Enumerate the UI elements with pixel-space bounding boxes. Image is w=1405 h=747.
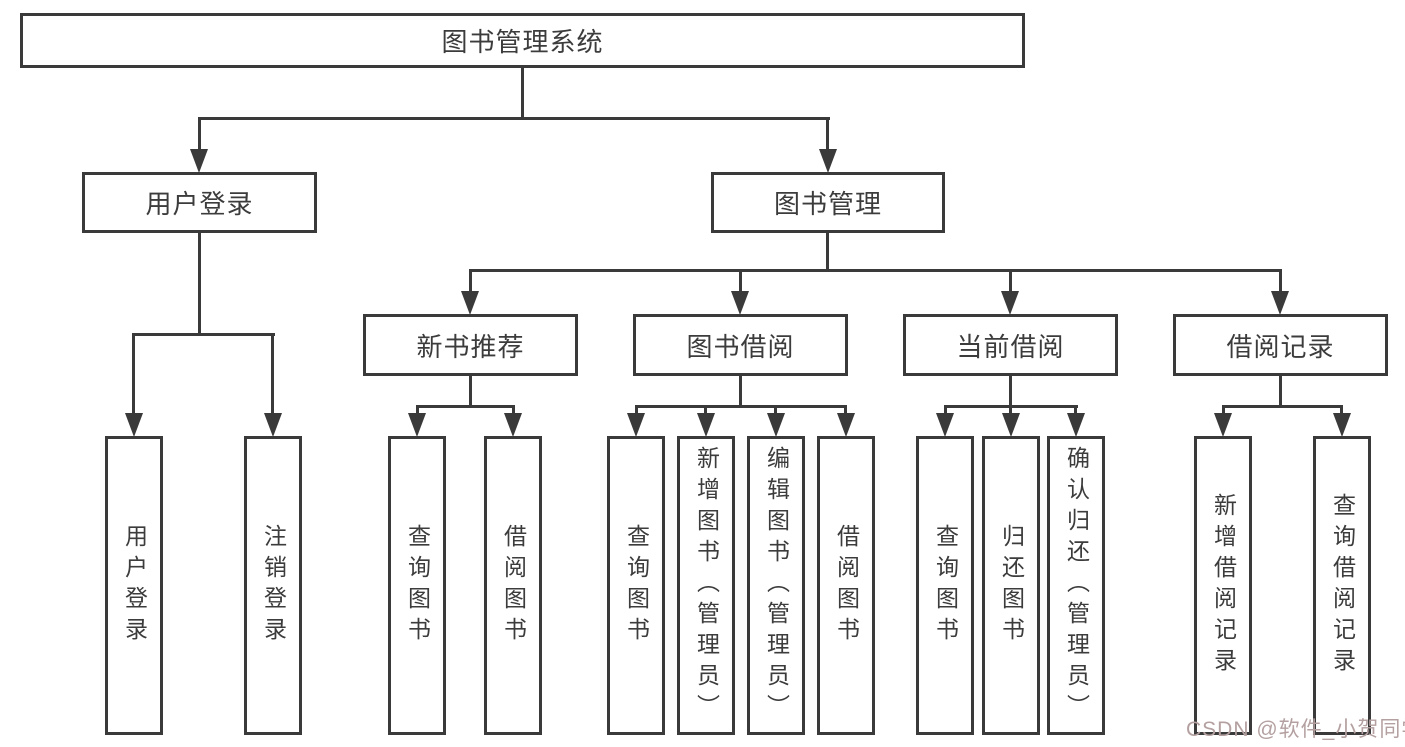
node-new-book-recommend: 新书推荐 (363, 314, 578, 376)
node-borrowing-records: 借阅记录 (1173, 314, 1388, 376)
arrowhead-down-icon (408, 413, 426, 437)
leaf-cb-confirm-return-admin: 确认归还（管理员） (1047, 436, 1105, 735)
leaf-label: 归还图书 (998, 523, 1025, 648)
leaf-cb-return-books: 归还图书 (982, 436, 1040, 735)
connector-leaf-shaft (774, 405, 777, 417)
connector-l3-shaft (1279, 269, 1282, 294)
arrowhead-down-icon (504, 413, 522, 437)
leaf-cb-query-books: 查询图书 (916, 436, 974, 735)
leaf-label: 借阅图书 (500, 523, 527, 648)
connector-stem (469, 376, 472, 408)
leaf-label: 查询图书 (932, 523, 959, 648)
arrowhead-down-icon (837, 413, 855, 437)
connector-l3-shaft (739, 269, 742, 294)
connector-l3-bar (469, 269, 1282, 272)
connector-leaf-shaft (132, 333, 135, 415)
leaf-label: 查询借阅记录 (1329, 492, 1356, 679)
arrowhead-down-icon (819, 149, 837, 173)
leaf-label: 注销登录 (260, 523, 287, 648)
connector-leaf-shaft (635, 405, 638, 417)
connector-root-stem (521, 68, 524, 118)
leaf-label: 借阅图书 (833, 523, 860, 648)
connector-leaf-shaft (416, 405, 419, 417)
leaf-logout: 注销登录 (244, 436, 302, 735)
node-user-login: 用户登录 (82, 172, 317, 233)
leaf-br-query-record: 查询借阅记录 (1313, 436, 1371, 735)
arrowhead-down-icon (1271, 291, 1289, 315)
arrowhead-down-icon (190, 149, 208, 173)
connector-leaf-shaft (1009, 405, 1012, 417)
connector-leaf-shaft (844, 405, 847, 417)
arrowhead-down-icon (1002, 413, 1020, 437)
node-current-borrowing: 当前借阅 (903, 314, 1118, 376)
connector-user-login-shaft (198, 117, 201, 151)
connector-stem (1279, 376, 1282, 408)
leaf-br-add-record: 新增借阅记录 (1194, 436, 1252, 735)
leaf-label: 用户登录 (121, 523, 148, 648)
arrowhead-down-icon (461, 291, 479, 315)
arrowhead-down-icon (936, 413, 954, 437)
connector-leaf-shaft (1340, 405, 1343, 417)
leaf-bb-borrow-books: 借阅图书 (817, 436, 875, 735)
arrowhead-down-icon (125, 413, 143, 437)
node-book-borrowing: 图书借阅 (633, 314, 848, 376)
leaf-nbr-borrow-books: 借阅图书 (484, 436, 542, 735)
connector-leaf-shaft (944, 405, 947, 417)
connector-leaf-shaft (271, 333, 274, 415)
connector-book-mgmt-stem (826, 233, 829, 271)
leaf-label: 新增图书（管理员） (693, 446, 720, 725)
connector-leaf-shaft (704, 405, 707, 417)
node-book-management: 图书管理 (711, 172, 945, 233)
leaf-label: 新增借阅记录 (1210, 492, 1237, 679)
leaf-label: 编辑图书（管理员） (763, 446, 790, 725)
connector-bar (1222, 405, 1343, 408)
connector-leaf-shaft (1074, 405, 1077, 417)
connector-stem (1009, 376, 1012, 408)
leaf-label: 查询图书 (623, 523, 650, 648)
arrowhead-down-icon (1333, 413, 1351, 437)
arrowhead-down-icon (1001, 291, 1019, 315)
leaf-bb-edit-books-admin: 编辑图书（管理员） (747, 436, 805, 735)
connector-leaf-shaft (512, 405, 515, 417)
csdn-watermark: CSDN @软件_小贺同学 (1186, 718, 1405, 741)
arrowhead-down-icon (697, 413, 715, 437)
leaf-label: 查询图书 (404, 523, 431, 648)
leaf-bb-add-books-admin: 新增图书（管理员） (677, 436, 735, 735)
connector-l1-bar (198, 117, 830, 120)
arrowhead-down-icon (264, 413, 282, 437)
connector-user-login-stem (198, 233, 201, 335)
arrowhead-down-icon (1214, 413, 1232, 437)
arrowhead-down-icon (1067, 413, 1085, 437)
leaf-nbr-query-books: 查询图书 (388, 436, 446, 735)
connector-book-mgmt-shaft (826, 117, 829, 151)
arrowhead-down-icon (627, 413, 645, 437)
leaf-user-login: 用户登录 (105, 436, 163, 735)
arrowhead-down-icon (767, 413, 785, 437)
connector-bar (416, 405, 515, 408)
connector-l3-shaft (469, 269, 472, 294)
connector-l3-shaft (1009, 269, 1012, 294)
connector-leaf-shaft (1222, 405, 1225, 417)
arrowhead-down-icon (731, 291, 749, 315)
leaf-label: 确认归还（管理员） (1063, 446, 1090, 725)
node-library-system: 图书管理系统 (20, 13, 1025, 68)
leaf-bb-query-books: 查询图书 (607, 436, 665, 735)
connector-bar (635, 405, 847, 408)
connector-user-login-bar (132, 333, 275, 336)
connector-stem (739, 376, 742, 408)
